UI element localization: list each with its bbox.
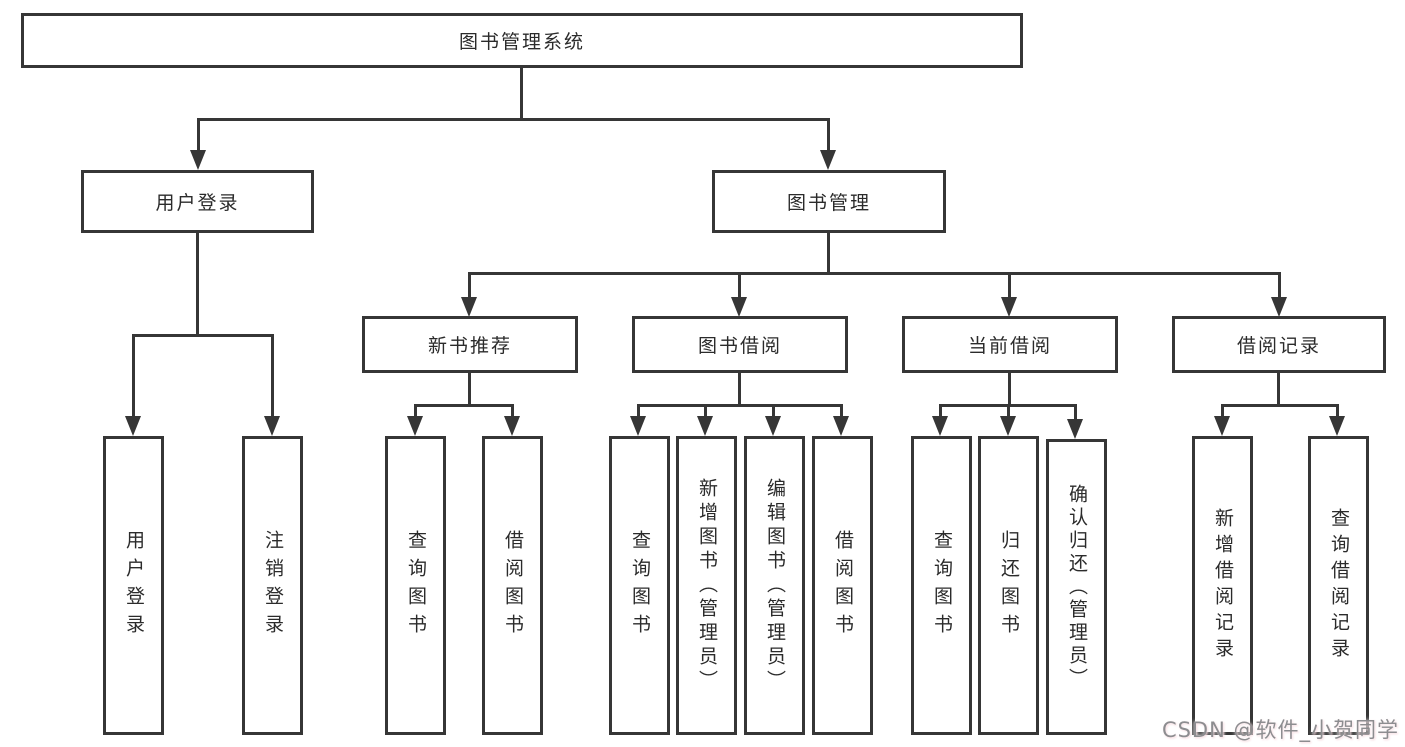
connector-line [132, 334, 135, 418]
connector-line [1008, 373, 1011, 407]
leaf-return-book-label: 归还图书 [998, 529, 1020, 642]
arrow-down-icon [264, 416, 280, 436]
leaf-add-book-admin-label: 新增图书（管理员） [696, 477, 718, 694]
leaf-query-book-2: 查询图书 [609, 436, 670, 735]
arrow-down-icon [407, 416, 423, 436]
connector-line [772, 404, 775, 418]
leaf-query-borrow-record: 查询借阅记录 [1308, 436, 1369, 735]
leaf-add-borrow-record-label: 新增借阅记录 [1212, 507, 1234, 664]
connector-line [1221, 404, 1224, 418]
connector-line [827, 118, 830, 151]
node-root-label: 图书管理系统 [458, 31, 585, 53]
node-book-management-label: 图书管理 [786, 192, 871, 214]
connector-line [1336, 404, 1339, 418]
connector-line [132, 334, 274, 337]
connector-line [637, 404, 843, 407]
leaf-add-borrow-record: 新增借阅记录 [1192, 436, 1253, 735]
csdn-watermark-text: CSDN @软件_小贺同学 [1161, 718, 1399, 742]
connector-line [1007, 404, 1010, 418]
connector-line [704, 404, 707, 418]
arrow-down-icon [1000, 416, 1016, 436]
leaf-edit-book-admin-label: 编辑图书（管理员） [764, 477, 786, 694]
arrow-down-icon [1271, 297, 1287, 317]
node-borrow-records: 借阅记录 [1172, 316, 1386, 373]
connector-line [1278, 272, 1281, 299]
connector-line [738, 272, 741, 299]
connector-line [468, 373, 471, 407]
node-new-book-recommend-label: 新书推荐 [427, 335, 512, 357]
leaf-borrow-book-1-label: 借阅图书 [502, 529, 524, 642]
node-root: 图书管理系统 [21, 13, 1023, 68]
connector-line [197, 118, 200, 151]
arrow-down-icon [932, 416, 948, 436]
connector-line [414, 404, 417, 418]
node-book-borrow-label: 图书借阅 [697, 335, 782, 357]
connector-line [1008, 272, 1011, 299]
connector-line [468, 272, 1281, 275]
node-user-login: 用户登录 [81, 170, 314, 233]
connector-line [1074, 404, 1077, 421]
arrow-down-icon [1329, 416, 1345, 436]
leaf-borrow-book-1: 借阅图书 [482, 436, 543, 735]
connector-line [939, 404, 942, 418]
node-new-book-recommend: 新书推荐 [362, 316, 578, 373]
csdn-watermark: CSDN @软件_小贺同学 [1162, 714, 1399, 744]
leaf-add-book-admin: 新增图书（管理员） [676, 436, 737, 735]
leaf-query-book-2-label: 查询图书 [629, 529, 651, 642]
node-current-borrow: 当前借阅 [902, 316, 1118, 373]
leaf-query-borrow-record-label: 查询借阅记录 [1328, 507, 1350, 664]
leaf-user-login: 用户登录 [103, 436, 164, 735]
arrow-down-icon [1001, 297, 1017, 317]
connector-line [198, 118, 830, 121]
arrow-down-icon [731, 297, 747, 317]
connector-line [827, 233, 830, 274]
node-book-borrow: 图书借阅 [632, 316, 848, 373]
leaf-confirm-return-admin: 确认归还（管理员） [1046, 439, 1107, 735]
connector-line [511, 404, 514, 418]
node-book-management: 图书管理 [712, 170, 946, 233]
leaf-query-book-1-label: 查询图书 [405, 529, 427, 642]
connector-line [1277, 373, 1280, 407]
connector-line [271, 334, 274, 418]
leaf-query-book-3-label: 查询图书 [931, 529, 953, 642]
leaf-return-book: 归还图书 [978, 436, 1039, 735]
connector-line [196, 233, 199, 336]
leaf-logout-label: 注销登录 [262, 529, 284, 642]
connector-line [738, 373, 741, 407]
leaf-confirm-return-admin-label: 确认归还（管理员） [1066, 483, 1088, 691]
arrow-down-icon [765, 416, 781, 436]
leaf-user-login-label: 用户登录 [123, 529, 145, 642]
arrow-down-icon [833, 416, 849, 436]
arrow-down-icon [190, 150, 206, 170]
arrow-down-icon [1067, 419, 1083, 439]
node-user-login-label: 用户登录 [155, 192, 240, 214]
arrow-down-icon [125, 416, 141, 436]
arrow-down-icon [630, 416, 646, 436]
connector-line [468, 272, 471, 299]
arrow-down-icon [697, 416, 713, 436]
arrow-down-icon [820, 150, 836, 170]
connector-line [840, 404, 843, 418]
leaf-logout: 注销登录 [242, 436, 303, 735]
leaf-edit-book-admin: 编辑图书（管理员） [744, 436, 805, 735]
leaf-query-book-3: 查询图书 [911, 436, 972, 735]
connector-line [637, 404, 640, 418]
arrow-down-icon [461, 297, 477, 317]
arrow-down-icon [504, 416, 520, 436]
node-borrow-records-label: 借阅记录 [1236, 335, 1321, 357]
connector-line [1221, 404, 1339, 407]
connector-line [520, 67, 523, 119]
arrow-down-icon [1214, 416, 1230, 436]
leaf-borrow-book-2: 借阅图书 [812, 436, 873, 735]
leaf-query-book-1: 查询图书 [385, 436, 446, 735]
connector-line [414, 404, 514, 407]
node-current-borrow-label: 当前借阅 [967, 335, 1052, 357]
leaf-borrow-book-2-label: 借阅图书 [832, 529, 854, 642]
